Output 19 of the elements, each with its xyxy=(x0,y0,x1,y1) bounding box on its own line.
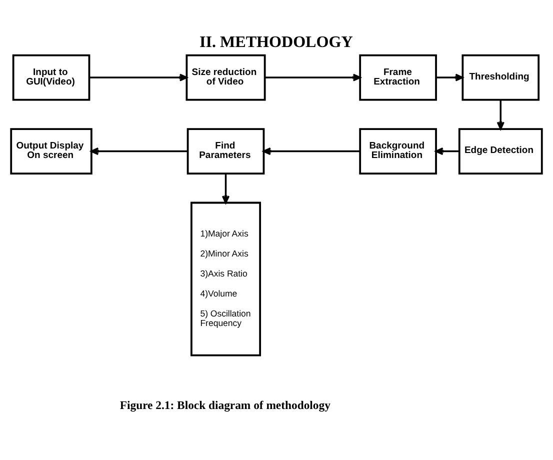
arrow xyxy=(89,73,188,81)
arrow xyxy=(262,146,360,155)
node-box: Frame Extraction xyxy=(359,54,437,100)
arrow xyxy=(435,146,460,155)
node-box: 1)Major Axis 2)Minor Axis 3)Axis Ratio 4)Volume 5) Oscillation Frequency xyxy=(190,201,262,356)
arrow xyxy=(496,99,504,130)
node-box: Output Display On screen xyxy=(10,128,92,174)
diagram-title: II. METHODOLOGY xyxy=(199,33,353,50)
node-box: Input to GUI(Video) xyxy=(12,54,90,100)
node-box: Find Parameters xyxy=(186,128,265,174)
caption: Figure 2.1: Block diagram of methodology xyxy=(120,398,330,412)
node-box: Thresholding xyxy=(462,54,540,100)
arrow xyxy=(90,146,188,155)
node-box: Edge Detection xyxy=(458,128,543,174)
arrow xyxy=(264,73,361,81)
node-box: Size reduction of Video xyxy=(186,54,266,100)
arrow xyxy=(222,173,230,204)
node-box: Background Elimination xyxy=(359,128,437,174)
arrow xyxy=(436,73,464,81)
